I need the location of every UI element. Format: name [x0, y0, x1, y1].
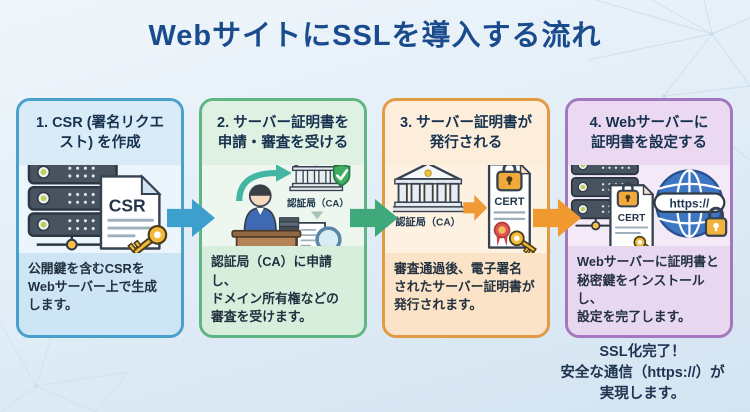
lock-icon	[496, 165, 523, 192]
step-3-illustration: 認証局（CA） CERT	[385, 165, 547, 253]
step-1-caption: 公開鍵を含むCSRを Webサーバー上で生成 します。	[19, 253, 181, 335]
web-server-icon	[570, 165, 648, 231]
server-csr-key-illustration: CSR	[27, 165, 168, 253]
apply-to-ca-illustration: 認証局（CA）	[231, 165, 351, 247]
step-panel-1: 1. CSR (署名リクエ スト) を作成	[16, 98, 184, 338]
completion-note: SSL化完了！ 安全な通信（https://）が 実現します。	[560, 344, 725, 403]
step-3-heading: 3. サーバー証明書が 発行される	[385, 101, 547, 165]
cert-document-icon: CERT	[609, 182, 655, 247]
applicant-person-icon	[243, 184, 277, 234]
svg-text:CSR: CSR	[109, 196, 146, 216]
lock-icon	[616, 182, 639, 208]
key-icon	[508, 230, 537, 253]
issue-arrow-icon	[463, 195, 488, 222]
network-node-dot	[591, 221, 601, 231]
csr-document-icon: CSR	[99, 174, 162, 251]
step-panel-3: 3. サーバー証明書が 発行される 認証局（CA）	[382, 98, 550, 338]
shield-check-icon	[332, 165, 351, 187]
server-led-lights	[36, 165, 51, 232]
step-1-heading: 1. CSR (署名リクエ スト) を作成	[19, 101, 181, 165]
install-certificate-illustration: CERT h	[570, 165, 728, 247]
svg-text:CERT: CERT	[494, 196, 524, 208]
web-server-icon	[27, 165, 123, 251]
magnifier-icon	[315, 226, 342, 247]
ca-label: 認証局（CA）	[395, 216, 460, 229]
network-node-dot	[65, 239, 78, 251]
step-panel-4: 4. Webサーバーに 証明書を設定する	[565, 98, 733, 338]
svg-text:https://: https://	[670, 197, 710, 211]
step-4-illustration: CERT h	[568, 165, 730, 247]
desk-icon	[231, 230, 302, 247]
https-badge: https://	[653, 192, 726, 214]
step-3-caption: 審査通過後、電子署名 されたサーバー証明書が 発行されます。	[385, 253, 547, 335]
step-4-heading: 4. Webサーバーに 証明書を設定する	[568, 101, 730, 165]
down-arrow-icon	[311, 211, 324, 220]
key-icon	[633, 236, 657, 247]
globe-icon: https://	[653, 169, 728, 239]
key-icon	[127, 225, 168, 253]
cert-document-icon: CERT	[487, 165, 532, 249]
step-panel-2: 2. サーバー証明書を 申請・審査を受ける 認証局（C	[199, 98, 367, 338]
step-2-heading: 2. サーバー証明書を 申請・審査を受ける	[202, 101, 364, 165]
ca-label: 認証局（CA）	[287, 198, 349, 210]
step-1-illustration: CSR	[19, 165, 181, 253]
step-2-caption: 認証局（CA）に申請し、 ドメイン所有権などの 審査を受けます。	[202, 246, 364, 335]
ca-bank-icon	[393, 165, 466, 213]
server-led-lights	[577, 165, 589, 215]
certificate-issued-illustration: 認証局（CA） CERT	[393, 165, 537, 253]
padlock-icon	[704, 206, 728, 238]
server-vent-dots	[68, 167, 95, 231]
step-2-illustration: 認証局（CA）	[202, 165, 364, 247]
svg-text:CERT: CERT	[618, 213, 646, 224]
books-stack-icon	[279, 217, 300, 232]
curved-submit-arrow-icon	[236, 165, 292, 202]
step-4-caption: Webサーバーに証明書と 秘密鍵をインストールし、 設定を完了します。	[568, 246, 730, 335]
ribbon-seal-icon	[493, 221, 511, 247]
page-title: WebサイトにSSLを導入する流れ	[148, 20, 602, 52]
